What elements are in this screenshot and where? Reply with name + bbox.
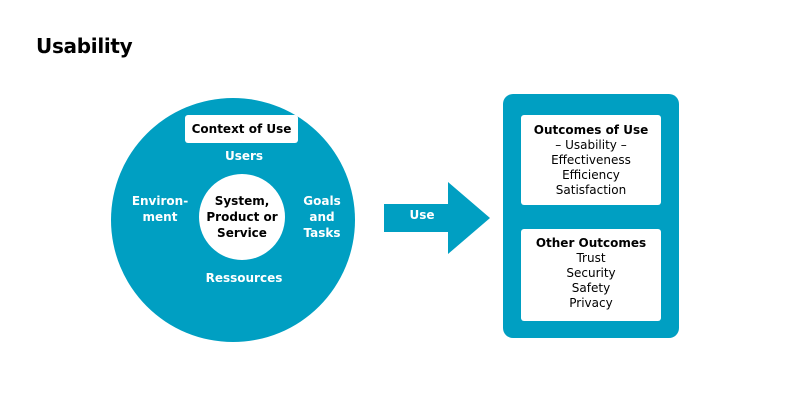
environment-label: Environ- ment: [124, 193, 196, 225]
goals-and-tasks-label: Goals and Tasks: [294, 193, 350, 241]
outcomes-of-use-box: Outcomes of Use – Usability – Effectiven…: [521, 115, 661, 205]
context-of-use-header: Context of Use: [185, 115, 298, 143]
other-outcome-item: Safety: [571, 281, 611, 295]
users-label: Users: [224, 149, 264, 163]
system-product-service-circle: System, Product or Service: [199, 174, 285, 260]
resources-label: Ressources: [205, 271, 283, 285]
use-arrow-label: Use: [409, 208, 435, 222]
outcome-item: Efficiency: [562, 168, 620, 182]
goals-line-3: Tasks: [303, 226, 341, 240]
other-outcome-item: Trust: [576, 251, 606, 265]
goals-line-1: Goals: [303, 194, 341, 208]
other-outcome-item: Privacy: [569, 296, 613, 310]
center-line-1: System,: [214, 194, 270, 208]
other-outcomes-box: Other Outcomes Trust Security Safety Pri…: [521, 229, 661, 321]
other-outcome-item: Security: [566, 266, 616, 280]
outcome-item: Effectiveness: [551, 153, 631, 167]
outcome-item: – Usability –: [555, 138, 627, 152]
center-line-3: Service: [217, 226, 267, 240]
goals-line-2: and: [309, 210, 335, 224]
use-arrow-icon: [384, 182, 490, 254]
outcomes-of-use-header: Outcomes of Use: [533, 123, 649, 137]
page-title: Usability: [36, 34, 133, 58]
arrow-shape: [384, 182, 490, 254]
environment-line-2: ment: [142, 210, 178, 224]
outcome-item: Satisfaction: [555, 183, 627, 197]
environment-line-1: Environ-: [131, 194, 189, 208]
center-line-2: Product or: [206, 210, 278, 224]
other-outcomes-header: Other Outcomes: [535, 236, 647, 250]
